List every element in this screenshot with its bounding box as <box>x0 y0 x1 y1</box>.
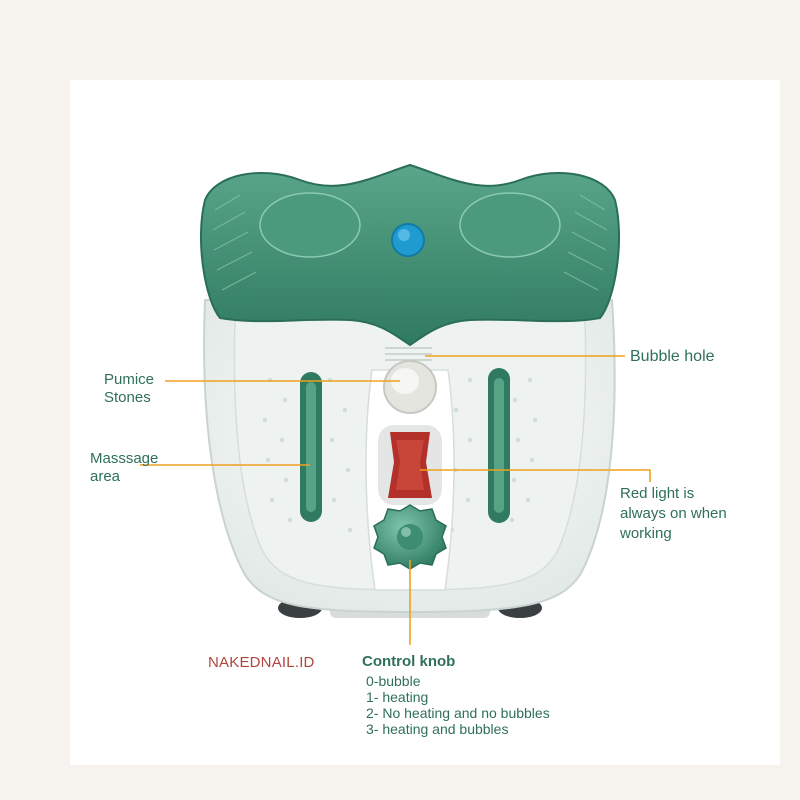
label-bubble-hole: Bubble hole <box>630 348 715 365</box>
label-massage-area: Masssage area <box>90 450 159 485</box>
leader-red-light <box>420 469 651 482</box>
leader-lines <box>140 355 651 645</box>
red-light <box>378 425 442 505</box>
pumice-stone <box>383 360 437 414</box>
control-knob-mode: 0-bubble <box>366 673 421 689</box>
control-knob-mode: 1- heating <box>366 689 429 705</box>
massage-rollers <box>300 368 510 523</box>
lid-ribs <box>212 194 608 291</box>
control-knob-mode: 3- heating and bubbles <box>366 721 509 737</box>
control-knob-mode: 2- No heating and no bubbles <box>366 705 550 721</box>
massage-dots <box>262 377 538 533</box>
label-pumice-stones: Pumice Stones <box>104 371 155 406</box>
control-knob <box>373 504 447 570</box>
lid-foot-pads <box>259 192 561 258</box>
control-knob-modes: 0-bubble 1- heating 2- No heating and no… <box>366 673 550 737</box>
power-button-icon <box>391 223 425 257</box>
label-red-light: Red light is always on when working <box>620 485 727 542</box>
brand-watermark: NAKEDNAIL.ID <box>208 654 315 671</box>
control-knob-title: Control knob <box>362 653 456 670</box>
bubble-hole-vent <box>385 347 432 361</box>
